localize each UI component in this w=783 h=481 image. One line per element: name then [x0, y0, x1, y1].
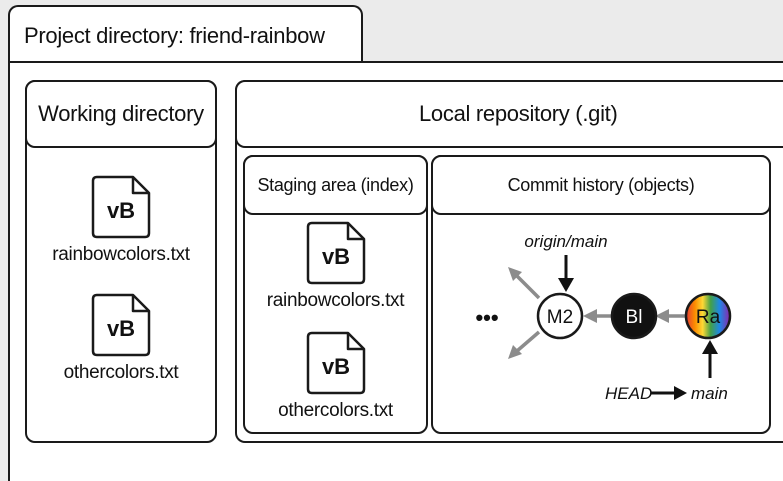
file-name: rainbowcolors.txt [52, 244, 190, 265]
file-version-badge: vB [107, 316, 135, 341]
local-repository-header: Local repository (.git) [235, 80, 783, 148]
text-file-icon: vB [306, 331, 365, 395]
commit-id: Bl [626, 307, 643, 328]
parent-arrow-ra-to-bl [655, 309, 686, 323]
ref-origin-main: origin/main [524, 232, 607, 251]
ref-arrow-origin-main [558, 255, 574, 292]
file-name: othercolors.txt [63, 362, 179, 383]
commit-id: M2 [547, 307, 573, 328]
ref-arrow-main [702, 340, 718, 378]
commit-bl[interactable]: Bl [610, 292, 658, 340]
project-title: Project directory: friend-rainbow [24, 23, 325, 48]
parent-arrow-up-left [508, 267, 541, 300]
working-file-rainbowcolors[interactable]: vB rainbowcolors.txt [26, 174, 216, 266]
text-file-icon: vB [91, 175, 151, 239]
parent-arrow-bl-to-m2 [583, 309, 613, 323]
history-ellipsis: ••• [475, 305, 498, 330]
parent-arrow-down-left [508, 330, 541, 359]
ref-main: main [691, 384, 728, 403]
working-directory-header: Working directory [25, 80, 217, 148]
ref-arrow-head [651, 386, 687, 400]
file-name: rainbowcolors.txt [266, 290, 405, 311]
commit-graph: ••• M2 Bl Ra [475, 232, 732, 403]
diagram: Project directory: friend-rainbow Workin… [8, 5, 783, 481]
file-version-badge: vB [107, 198, 135, 223]
ref-head: HEAD [605, 384, 652, 403]
staging-area-header: Staging area (index) [243, 155, 428, 215]
commit-m2[interactable]: M2 [536, 292, 584, 340]
text-file-icon: vB [306, 221, 365, 285]
commit-id: Ra [696, 307, 721, 328]
file-name: othercolors.txt [278, 400, 393, 421]
working-directory-title: Working directory [38, 101, 204, 126]
local-repository-title: Local repository (.git) [419, 101, 618, 126]
file-version-badge: vB [321, 354, 349, 379]
commit-history-header: Commit history (objects) [431, 155, 771, 215]
text-file-icon: vB [91, 293, 151, 357]
commit-history-title: Commit history (objects) [507, 174, 695, 195]
project-tab: Project directory: friend-rainbow [8, 5, 363, 65]
file-version-badge: vB [321, 244, 349, 269]
staged-file-othercolors[interactable]: vB othercolors.txt [244, 330, 427, 422]
commit-ra[interactable]: Ra [684, 292, 732, 340]
staging-area-title: Staging area (index) [257, 174, 414, 195]
staged-file-rainbowcolors[interactable]: vB rainbowcolors.txt [244, 220, 427, 312]
working-file-othercolors[interactable]: vB othercolors.txt [26, 292, 216, 384]
